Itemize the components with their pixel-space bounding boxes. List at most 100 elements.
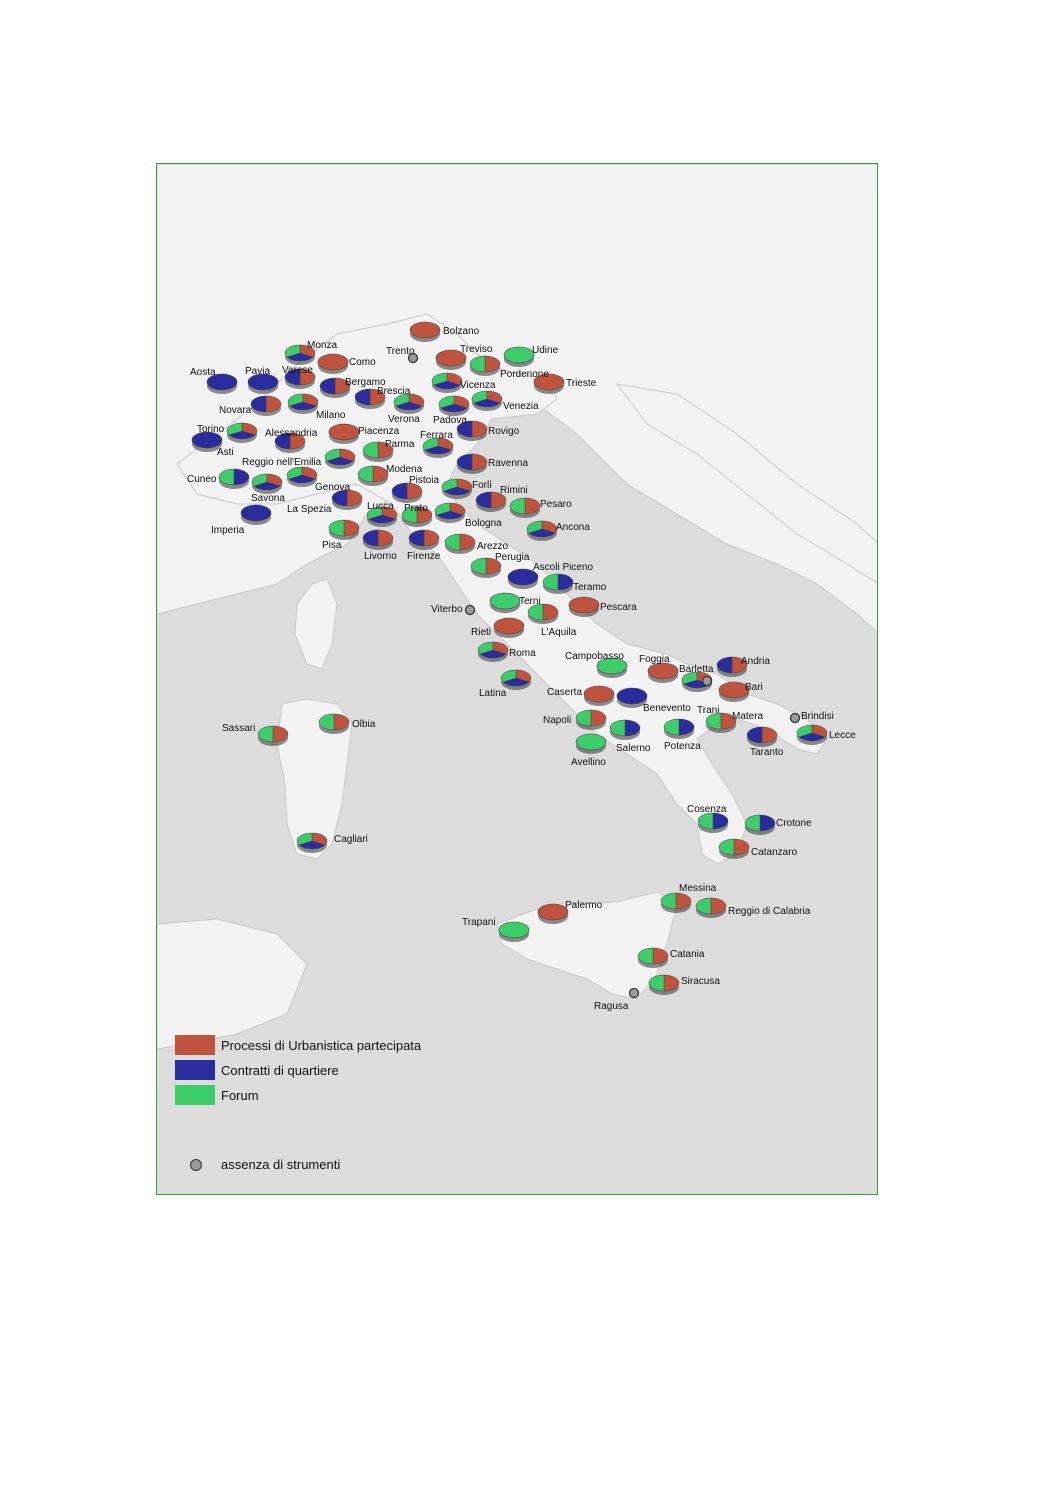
pie-slice xyxy=(475,491,492,509)
city-label-novara: Novara xyxy=(219,405,252,416)
city-label-reggio-di-calabria: Reggio di Calabria xyxy=(728,906,811,917)
city-marker-milano xyxy=(287,393,319,414)
pie-slice xyxy=(477,641,494,655)
city-marker-lucca xyxy=(366,506,398,527)
pie-slice xyxy=(583,685,615,703)
city-label-bolzano: Bolzano xyxy=(443,326,480,337)
city-label-taranto: Taranto xyxy=(750,747,784,758)
city-label-como: Como xyxy=(349,357,376,368)
city-label-imperia: Imperia xyxy=(211,525,245,536)
pie-slice xyxy=(485,557,502,575)
city-label-brindisi: Brindisi xyxy=(801,711,834,722)
city-label-piacenza: Piacenza xyxy=(358,426,400,437)
city-label-teramo: Teramo xyxy=(573,582,607,593)
pie-slice xyxy=(366,506,383,520)
city-marker-ravenna xyxy=(456,453,488,474)
pie-slice xyxy=(489,592,521,610)
city-marker-l-aquila xyxy=(527,603,559,624)
pie-slice xyxy=(471,453,488,471)
city-marker-foggia xyxy=(647,662,679,683)
city-label-bergamo: Bergamo xyxy=(345,377,386,388)
city-marker-varese xyxy=(284,368,316,389)
pie-slice xyxy=(524,497,541,515)
pie-slice xyxy=(647,662,679,680)
city-label-venezia: Venezia xyxy=(503,401,539,412)
pie-slice xyxy=(391,482,408,500)
city-marker-bergamo xyxy=(319,377,351,398)
city-label-bari: Bari xyxy=(745,682,763,693)
pie-slice xyxy=(422,437,439,451)
city-label-verona: Verona xyxy=(388,414,420,425)
city-label-forl: Forlì xyxy=(472,480,492,491)
city-marker-genova xyxy=(286,466,318,487)
city-label-andria: Andria xyxy=(741,656,770,667)
city-marker-bolzano xyxy=(409,321,441,342)
pie-slice xyxy=(746,726,763,744)
pie-slice xyxy=(507,568,539,586)
pie-slice xyxy=(288,474,316,484)
city-marker-monza xyxy=(284,344,316,365)
city-marker-catania xyxy=(637,947,669,968)
city-marker-asti xyxy=(191,431,223,452)
city-label-ancona: Ancona xyxy=(556,522,590,533)
city-label-asti: Asti xyxy=(217,447,234,458)
pie-slice xyxy=(334,377,351,395)
pie-slice xyxy=(284,368,301,386)
pie-slice xyxy=(377,441,394,459)
city-label-salerno: Salerno xyxy=(616,743,651,754)
pie-slice xyxy=(393,393,410,407)
city-marker-livorno xyxy=(362,529,394,550)
city-label-bologna: Bologna xyxy=(465,518,502,529)
city-marker-pavia xyxy=(247,373,279,394)
pie-slice xyxy=(712,812,729,830)
city-label-savona: Savona xyxy=(251,493,285,504)
pie-slice xyxy=(226,422,243,436)
city-marker-benevento xyxy=(616,687,648,708)
pie-slice xyxy=(286,352,314,362)
city-marker-alessandria xyxy=(274,432,306,453)
pie-slice xyxy=(471,390,488,404)
sardinia-land xyxy=(276,698,353,860)
pie-slice xyxy=(286,466,303,480)
city-marker-cuneo xyxy=(218,468,250,489)
pie-slice xyxy=(533,373,565,391)
city-marker-campobasso xyxy=(596,657,628,678)
pie-slice xyxy=(590,709,607,727)
city-label-brescia: Brescia xyxy=(377,386,411,397)
pie-slice xyxy=(265,395,282,413)
pie-slice xyxy=(240,504,272,522)
absence-dot xyxy=(628,987,640,999)
city-label-pisa: Pisa xyxy=(322,540,342,551)
city-marker-pescara xyxy=(568,596,600,617)
pie-slice xyxy=(509,497,526,515)
city-marker-potenza xyxy=(663,718,695,739)
pie-slice xyxy=(731,656,748,674)
pie-slice xyxy=(191,431,223,449)
pie-slice xyxy=(681,671,698,685)
city-marker-udine xyxy=(503,346,535,367)
legend-label-urbanistica: Processi di Urbanistica partecipata xyxy=(221,1038,422,1053)
pie-slice xyxy=(319,377,336,395)
legend-swatch-contratti xyxy=(175,1060,215,1080)
pie-slice xyxy=(498,921,530,939)
legend-label-forum: Forum xyxy=(221,1088,259,1103)
city-label-lecce: Lecce xyxy=(829,730,856,741)
city-marker-forl xyxy=(441,478,473,499)
legend-label-absence: assenza di strumenti xyxy=(221,1157,341,1172)
pie-slice xyxy=(716,656,733,674)
city-marker-trieste xyxy=(533,373,565,394)
city-marker-messina xyxy=(660,892,692,913)
city-label-pavia: Pavia xyxy=(245,366,270,377)
city-marker-siracusa xyxy=(648,974,680,995)
city-label-palermo: Palermo xyxy=(565,900,603,911)
pie-slice xyxy=(218,468,235,486)
city-label-pistoia: Pistoia xyxy=(409,475,439,486)
pie-slice xyxy=(369,388,386,406)
city-label-rieti: Rieti xyxy=(471,627,491,638)
pie-slice xyxy=(542,573,559,591)
city-label-olbia: Olbia xyxy=(352,719,376,730)
pie-slice xyxy=(697,812,714,830)
pie-slice xyxy=(250,395,267,413)
city-marker-firenze xyxy=(408,529,440,550)
